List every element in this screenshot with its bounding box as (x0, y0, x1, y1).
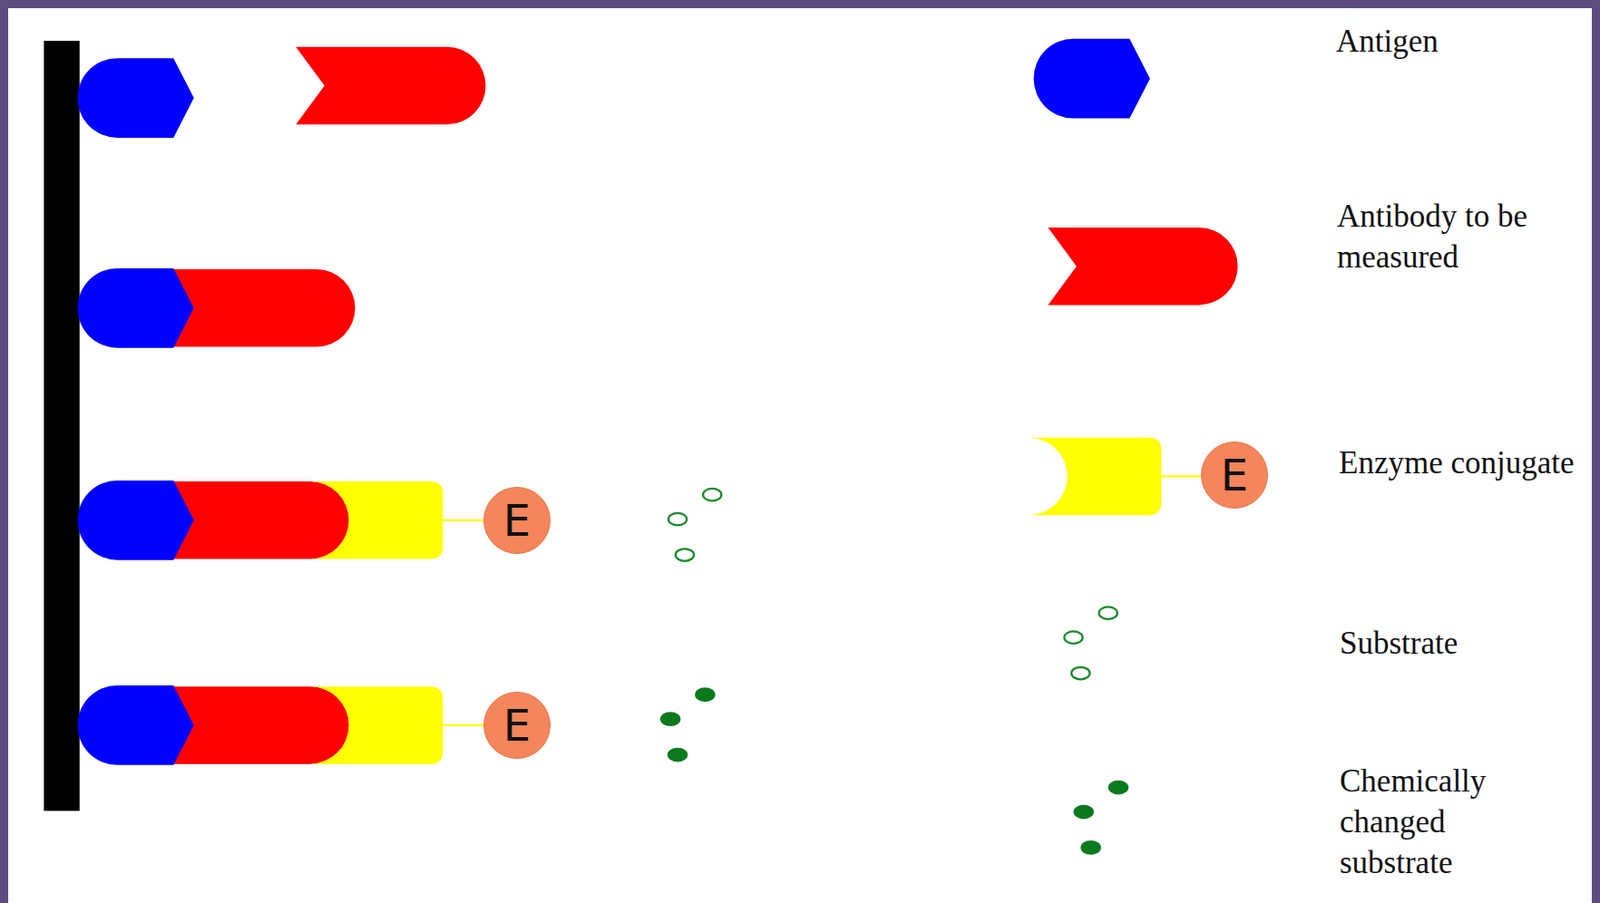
enzyme-label: E (503, 498, 531, 543)
substrate-sample (1063, 606, 1118, 680)
antigen-shape (78, 58, 195, 138)
enzyme-circle: E (483, 692, 551, 760)
legend-label: Antigen (1336, 20, 1439, 62)
conjugate-shape (310, 481, 443, 560)
antibody-shape (295, 47, 486, 126)
legend-label: Enzyme conjugate (1338, 442, 1574, 484)
conjugate-link (442, 724, 486, 727)
conjugate-link (1160, 475, 1204, 478)
background (8, 8, 1592, 903)
conjugate-shape (310, 686, 443, 765)
legend-entry: Enzyme conjugate (1338, 442, 1574, 484)
changed-substrate-sample (1073, 780, 1130, 856)
legend-entry: Antibody to be measured (1336, 195, 1573, 278)
antibody-sample (1047, 227, 1238, 306)
enzyme-circle: E (1200, 441, 1269, 509)
antigen-shape (78, 268, 195, 349)
legend-label: Substrate (1339, 623, 1458, 664)
conjugate-link (442, 519, 486, 522)
enzyme-label: E (1220, 453, 1249, 498)
conjugate-sample (1028, 438, 1161, 517)
legend-label: Antibody to be measured (1336, 195, 1573, 278)
changed-substrate-dots (660, 687, 716, 762)
enzyme-circle: E (483, 487, 551, 555)
enzyme-label: E (503, 703, 531, 748)
solid-phase (43, 40, 79, 811)
legend-entry: Antigen (1336, 20, 1439, 62)
legend-label: Chemically changed substrate (1339, 760, 1522, 884)
legend-entry: Substrate (1339, 623, 1458, 664)
elisa-illustration (43, 39, 1238, 856)
antigen-shape (78, 685, 195, 766)
antigen-sample (1034, 39, 1151, 119)
antigen-shape (78, 480, 195, 561)
substrate-dots (668, 488, 722, 562)
legend-entry: Chemically changed substrate (1339, 760, 1522, 884)
